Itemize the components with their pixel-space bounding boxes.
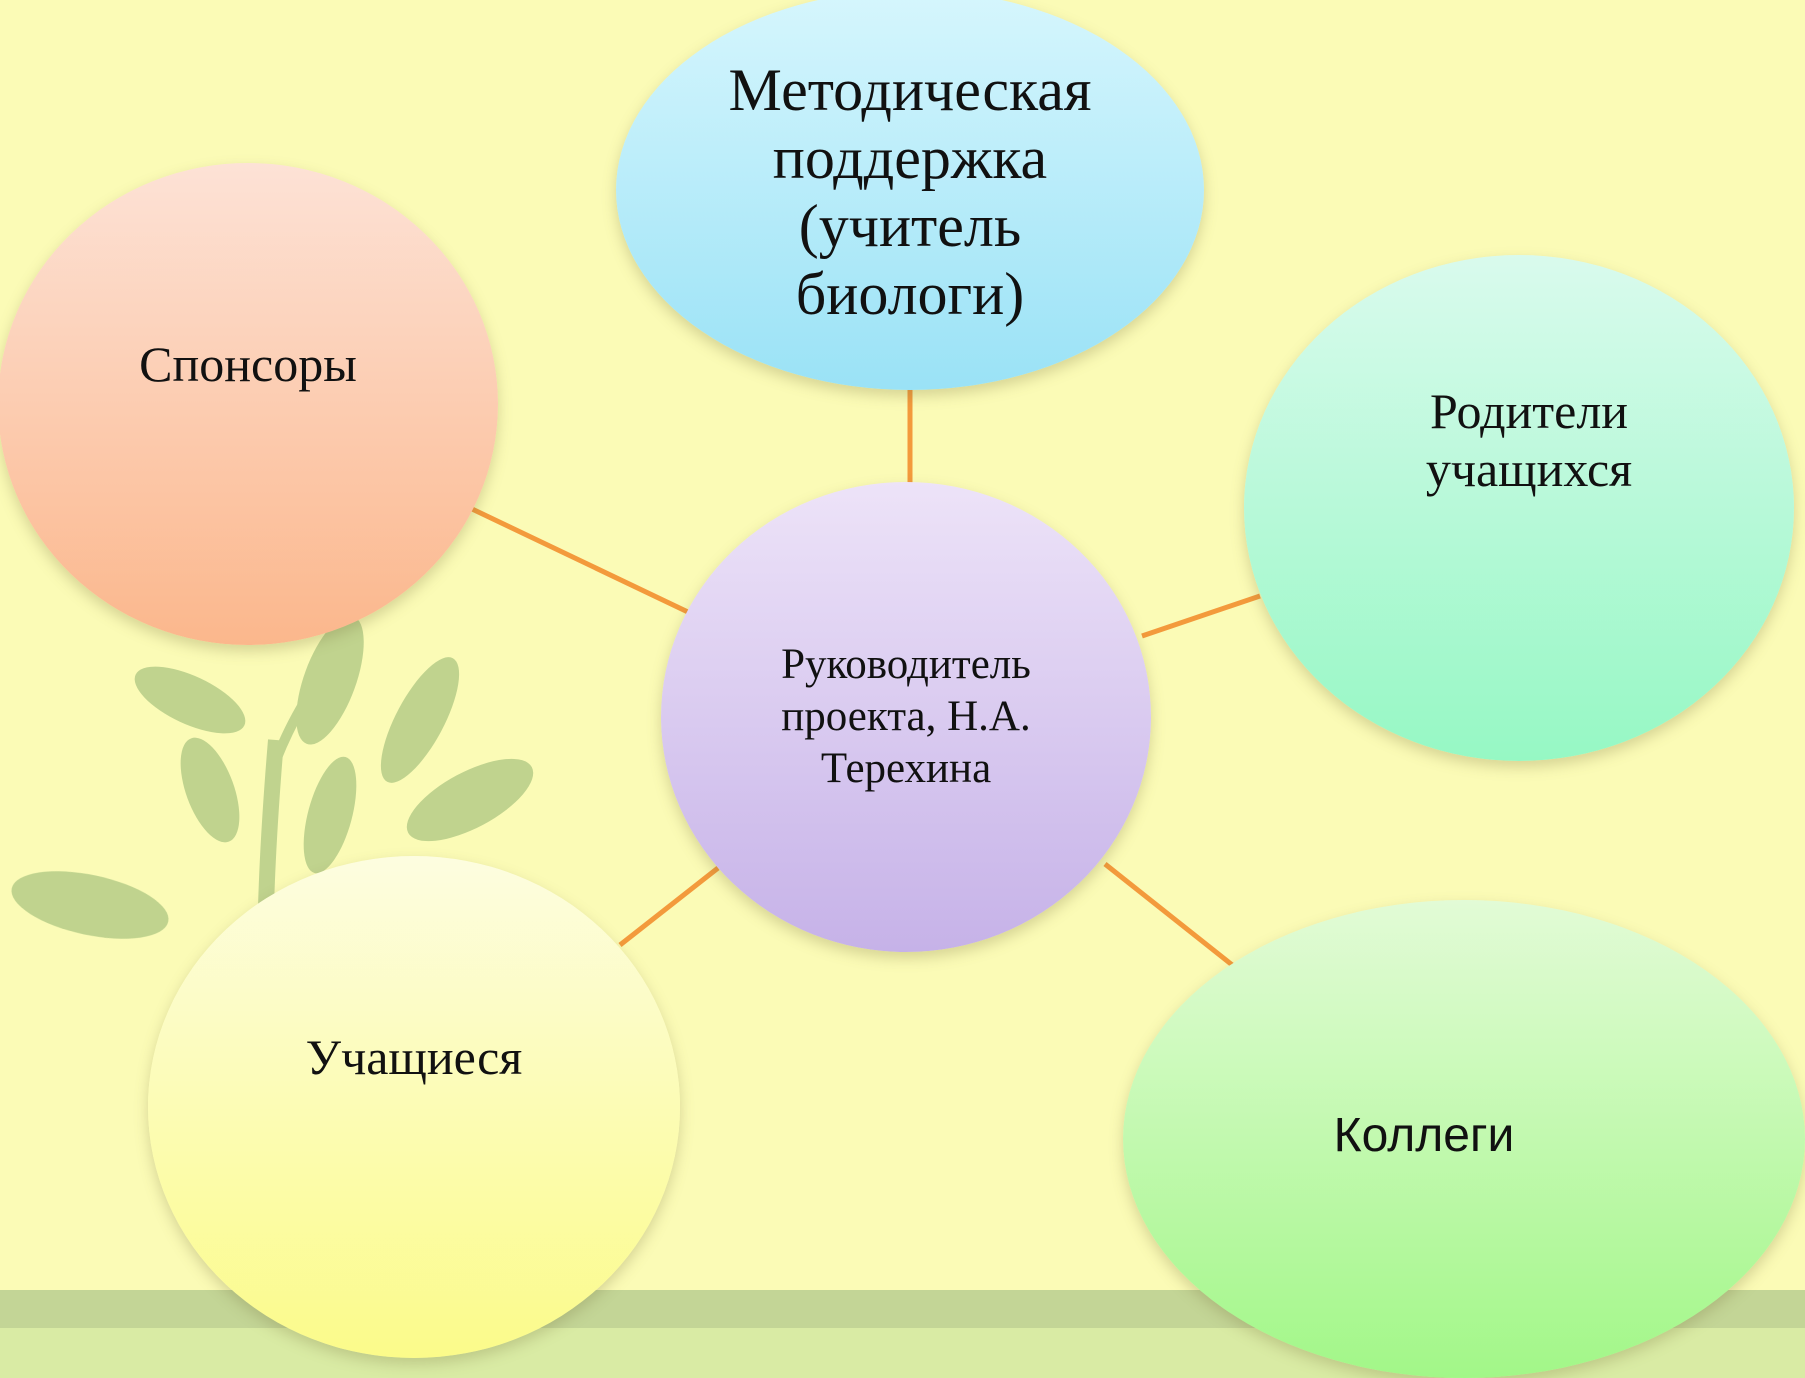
node-students-label: Учащиеся (305, 1029, 523, 1085)
connector-parents (1141, 593, 1261, 639)
node-colleagues-label: Коллеги (1333, 1109, 1515, 1162)
node-colleagues: Коллеги (1123, 900, 1805, 1378)
connectors (468, 388, 1261, 970)
node-project-leader: Руководитель проекта, Н.А. Терехина (661, 482, 1151, 952)
node-students: Учащиеся (148, 856, 680, 1358)
connector-sponsors (468, 505, 692, 616)
node-methodical-support: Методическая поддержка (учитель биологи) (616, 0, 1204, 390)
node-project-leader-label: Руководитель проекта, Н.А. Терехина (781, 641, 1031, 792)
connector-students (618, 866, 720, 947)
connector-colleagues (1103, 862, 1238, 970)
node-methodical-support-label: Методическая поддержка (учитель биологи) (728, 57, 1092, 327)
node-parents-label: Родители учащихся (1425, 383, 1633, 497)
node-parents: Родители учащихся (1244, 255, 1794, 761)
node-sponsors-label: Спонсоры (139, 336, 357, 392)
node-sponsors: Спонсоры (0, 163, 498, 645)
